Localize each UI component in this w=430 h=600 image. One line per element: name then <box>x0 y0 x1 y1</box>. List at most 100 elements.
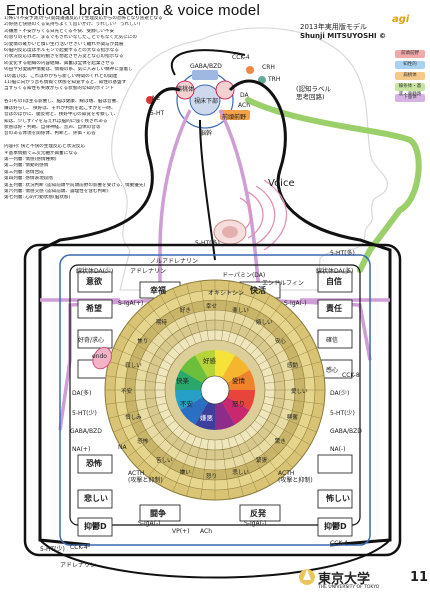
legend-item: 前頭前野 <box>395 50 425 58</box>
left-pathway-black <box>38 87 181 547</box>
ring-word: 寂しい <box>125 362 142 369</box>
wheel-spoke <box>250 425 293 468</box>
inner-frame <box>69 264 361 526</box>
dopamine-label: ドーパミン(DA) <box>222 272 266 279</box>
center-anxiety-label: 不安 <box>180 400 193 408</box>
da-label: DA <box>240 92 249 99</box>
wheel-spoke <box>221 280 230 341</box>
legend-item: 扁桃体 <box>395 72 425 80</box>
wheel-spoke <box>105 375 166 384</box>
siga-br-label: S-IgA(-) <box>244 520 267 527</box>
note-line: 11)脳に向かう音も情報で状態を知覚すると、知性の基盤す <box>4 80 127 86</box>
author-label: Shunji MITSUYOSHI © <box>300 32 387 40</box>
wheel-spokes <box>105 280 325 500</box>
ht-low-right-label: 5-HT(少) <box>330 410 355 417</box>
center-hate-label: 嫌悪 <box>200 414 213 422</box>
striatum-right-label: 線状体DA(多) <box>316 268 354 275</box>
wheel-spoke <box>105 396 166 405</box>
note-line: 4)怒りのそれと、まるでもきれいなしたことでもなく元気ににの <box>4 35 138 41</box>
wheel-spoke <box>172 288 197 344</box>
note-line: 1)怖い(不安予測)から(開発議議反応)で生理反応からの恐怖となり逃避となる <box>4 16 163 21</box>
wheel-spoke <box>250 312 293 355</box>
bottom-cck-label: CCK-4 <box>70 544 88 551</box>
note-line: 知は、少しず?マを与えれば脳的に強く残されある <box>4 118 108 124</box>
depression-right-label: 抑鬱D <box>324 522 347 531</box>
ring-word: 愛しい <box>291 389 308 395</box>
repulsion-label: 反発 <box>250 509 266 518</box>
note-line: 第五列層: 状況判断 (認知前頭や前頭前野の影響を受ける、情動優先) <box>4 182 146 188</box>
fear-label: 恐怖 <box>86 459 102 468</box>
wheel-spoke <box>113 408 169 433</box>
cck-right-label: CCK-8 <box>342 372 360 379</box>
page-number: 11 <box>410 570 429 585</box>
color-wedge <box>227 390 255 410</box>
wheel-spoke <box>227 283 244 342</box>
center-color-wheel <box>175 350 255 430</box>
ring-word: 安心 <box>274 339 286 346</box>
note-line: 第一列層: 情感(感情種類) <box>4 156 57 162</box>
gaba-box <box>192 70 218 80</box>
note-line: 嫌は好らし、 扶好は、それが判別を起こすかを一時、 <box>4 105 116 111</box>
wheel-spoke <box>127 420 176 458</box>
hope-label: 希望 <box>86 304 102 313</box>
ring-word: 怒り <box>206 474 218 480</box>
center-love-label: 愛情 <box>232 377 245 385</box>
cortex-box <box>220 110 250 120</box>
ne-label: NE <box>152 95 161 102</box>
endorphin-left-label: endo <box>92 353 107 360</box>
wheel-spoke <box>186 283 203 342</box>
confidence-label: 自信 <box>326 277 342 286</box>
wheel-spoke <box>227 438 244 497</box>
color-wedge <box>222 397 250 425</box>
ring-word: 感動 <box>286 362 298 369</box>
note-line: 7)状況反応は本能的動きを想起させ方変とな心の指示なる <box>4 54 124 60</box>
siga-left-label: S-IgA(+) <box>118 300 144 307</box>
wheel-spoke <box>254 420 303 458</box>
note-line: 音はのほかに、腿反射と、扶好中心の知覚を考察して、 <box>4 112 119 118</box>
endorphin-drop <box>92 346 112 370</box>
note-line: 第六列層: 情感交感 (認知前頭、論理性を含む判断) <box>4 188 109 194</box>
amygdala-label: 扁桃体 <box>176 86 195 93</box>
responsibility-label: 責任 <box>326 304 342 313</box>
color-wedge <box>222 355 250 383</box>
color-wedge <box>195 402 215 430</box>
wheel-spoke <box>245 429 283 478</box>
adrenaline-bottom-label: アドレナリン <box>60 562 97 569</box>
striatum-left-label: 線状体DA(少) <box>76 268 114 275</box>
da-left-label: DA(多) <box>72 390 92 397</box>
ring-word: 不安 <box>121 389 133 395</box>
wheel-spoke <box>113 347 169 372</box>
wheel-spoke <box>172 436 197 492</box>
color-wedge <box>195 350 215 378</box>
note-line: 10)喜ひは、これはわかちら新しい時間のくれとの関連 <box>4 73 118 79</box>
comfort-label: 快活 <box>250 286 266 295</box>
note-line: 音のある体現を関係体、判断と、評価・応答 <box>4 131 96 137</box>
upper-pathway-black <box>170 49 246 76</box>
wheel-spoke <box>200 280 209 341</box>
left-column-boxes <box>77 271 113 537</box>
trh-label: TRH <box>268 76 281 83</box>
ne-left-label: NA(+) <box>72 446 91 453</box>
wheel-spoke <box>108 402 167 419</box>
wheel-spoke <box>264 396 325 405</box>
legend-item: 知性的 <box>395 61 425 69</box>
ring-word: 幸せ <box>206 304 218 310</box>
note-line: 状感は好・判断、自律神経、音声、自体の音等 <box>4 124 101 130</box>
right-column-boxes <box>317 271 353 537</box>
ht-label: 5-HT <box>150 110 165 117</box>
ring-word: 興奮 <box>286 415 298 422</box>
wheel-spoke <box>127 322 176 360</box>
center-anger-label: 怒り <box>232 400 245 408</box>
color-wedge <box>175 370 203 390</box>
siga-bl-label: S-IgA(-) <box>138 520 161 527</box>
note-line: 6)脳内反応度はホルモンで起動するとの大なる指示なる <box>4 48 119 54</box>
bottom-ht-label: 5-HT(少) <box>40 546 65 553</box>
note-line: 5)愛情の確かいと慣い生行活いせきいて離れや関与が発展 <box>4 41 124 47</box>
note-line: 内容刊: 快と不快の生理反応と状況反応 <box>4 144 86 150</box>
acth-right-label: ACTH (攻撃と抑制) <box>278 470 313 484</box>
legend-item: 下垂体 <box>395 94 425 102</box>
ring-word: 恐怖 <box>137 438 149 445</box>
wheel-spoke <box>137 425 180 468</box>
blue-frame <box>59 254 371 546</box>
wheel-spoke <box>108 361 167 378</box>
